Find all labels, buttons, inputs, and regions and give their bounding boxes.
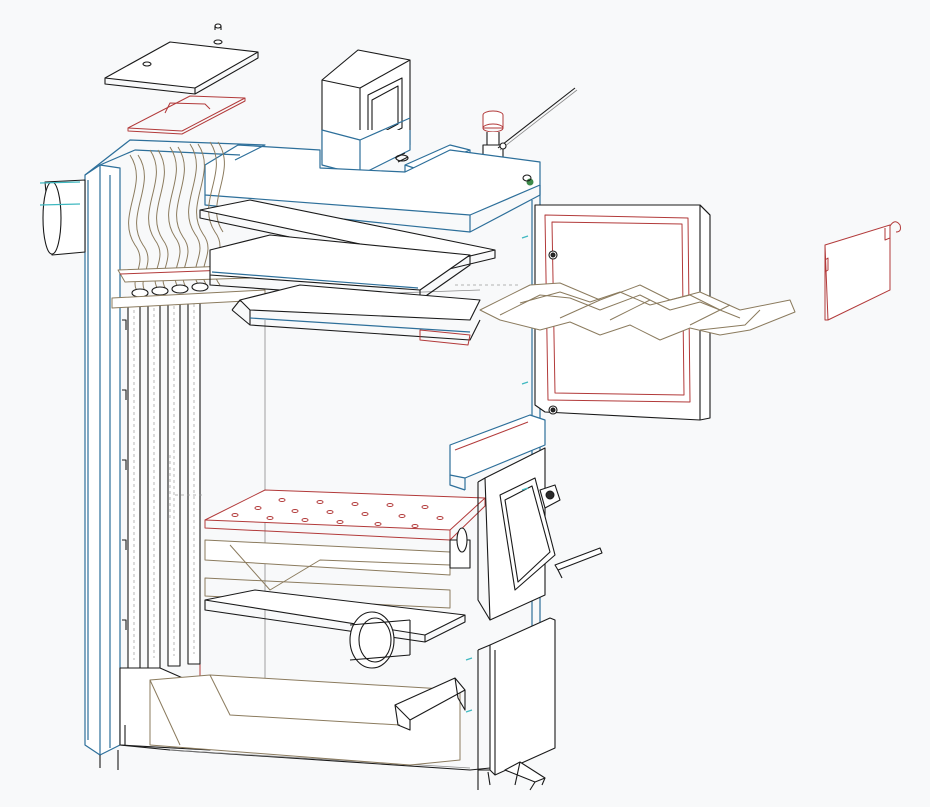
door-grate <box>479 282 796 341</box>
upper-plate-bracket <box>231 284 481 346</box>
middle-door <box>477 447 603 621</box>
cover-gasket <box>127 95 246 135</box>
grate <box>204 489 486 609</box>
ash-door <box>465 617 556 791</box>
smoke-pipe <box>349 611 411 669</box>
upper-baffle-2 <box>209 234 471 301</box>
side-plate <box>824 221 901 321</box>
ash-deflector <box>204 589 466 643</box>
middle-door-frame <box>449 414 546 491</box>
ash-pan <box>149 674 466 766</box>
top-cover-plate <box>104 23 259 95</box>
poker-rod <box>497 87 578 151</box>
construction-lines <box>169 284 520 520</box>
